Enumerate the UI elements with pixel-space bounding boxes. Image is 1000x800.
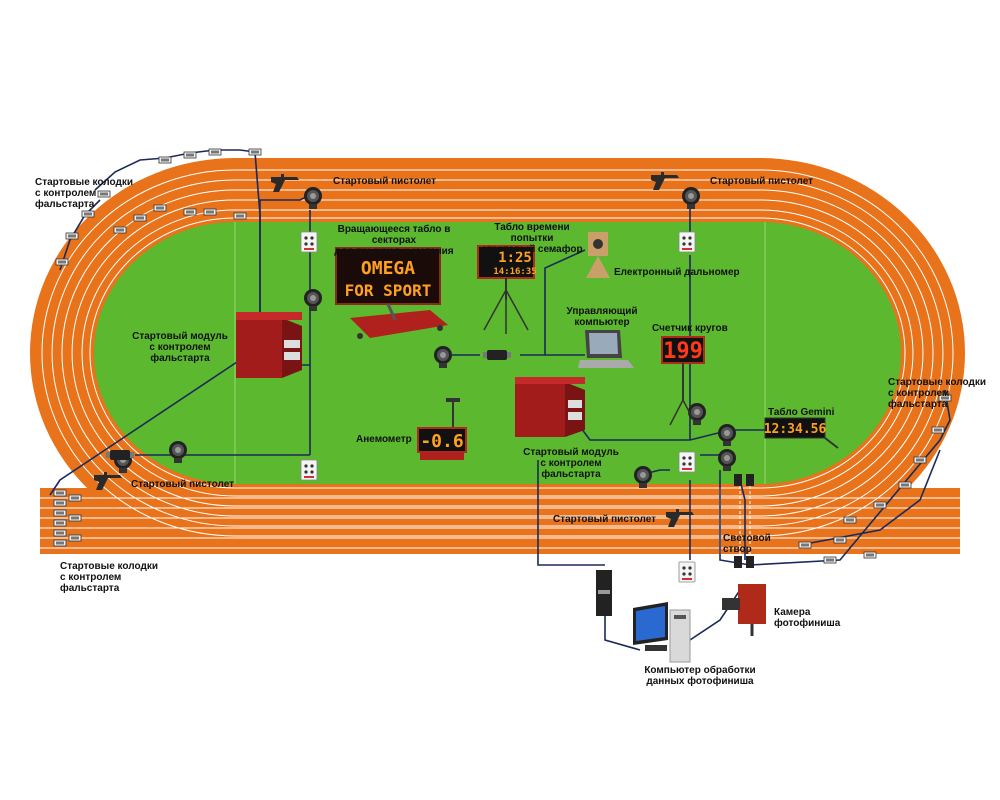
camera-icon (722, 584, 766, 636)
label-attempt-board: Табло времени попытки стартовый семафор (481, 222, 583, 255)
attempt-clock: 14:16:35 (493, 267, 536, 277)
label-photofinish-camera: Камера фотофиниша (774, 607, 841, 629)
cable-connector (106, 450, 134, 460)
label-starting-pistol-top-left: Стартовый пистолет (333, 176, 437, 187)
attempt-time: 1:25 (498, 250, 532, 266)
label-starting-blocks-right: Стартовые колодки с контролем фальстарта (888, 377, 986, 410)
photofinish-processor (596, 570, 612, 616)
label-control-computer: Управляющий компьютер (566, 306, 638, 328)
rotating-board-line1: OMEGA (361, 258, 415, 279)
label-photofinish-computer: Компьютер обработки данных фотофиниша (644, 665, 756, 687)
label-gemini-board: Табло Gemini (768, 407, 835, 418)
label-starting-blocks-bottom-left: Стартовые колодки с контролем фальстарта (60, 561, 158, 594)
label-starting-pistol-bottom: Стартовый пистолет (553, 514, 657, 525)
laptop-icon (578, 330, 634, 368)
label-starting-blocks-top-left: Стартовые колодки с контролем фальстарта (35, 177, 133, 210)
label-start-module-left: Стартовый модуль с контролем фальстарта (132, 331, 228, 364)
monitor-icon (633, 602, 691, 663)
label-starting-pistol-left: Стартовый пистолет (131, 479, 235, 490)
attempt-time-board (477, 245, 535, 334)
lap-counter (661, 336, 705, 426)
rotating-scoreboard (335, 247, 448, 339)
junction-box-icon (678, 451, 696, 473)
junction-box-icon (678, 561, 696, 583)
start-module-center (515, 377, 585, 437)
junction-box-icon (678, 231, 696, 253)
start-module-left (236, 312, 302, 378)
light-gate (734, 474, 754, 568)
rangefinder-icon (586, 232, 610, 278)
label-light-gate: Световой створ (723, 533, 771, 555)
lap-count: 199 (663, 339, 703, 364)
label-lap-counter: Счетчик кругов (652, 323, 728, 334)
label-anemometer: Анемометр (356, 434, 412, 445)
cable-network (49, 149, 951, 651)
gemini-board (764, 417, 839, 449)
junction-box-icon (300, 459, 318, 481)
label-rangefinder: Електронный дальномер (614, 267, 740, 278)
junction-box-icon (300, 231, 318, 253)
anemometer (417, 398, 467, 460)
gemini-time: 12:34.56 (764, 422, 827, 437)
label-start-module-center: Стартовый модуль с контролем фальстарта (523, 447, 619, 480)
label-rotating-board: Вращающееся табло в секторах для прыжков… (334, 224, 454, 257)
label-starting-pistol-top-right: Стартовый пистолет (710, 176, 814, 187)
cable-connector (483, 350, 511, 360)
rotating-board-line2: FOR SPORT (345, 281, 432, 300)
anemometer-value: -0.6 (420, 431, 463, 452)
